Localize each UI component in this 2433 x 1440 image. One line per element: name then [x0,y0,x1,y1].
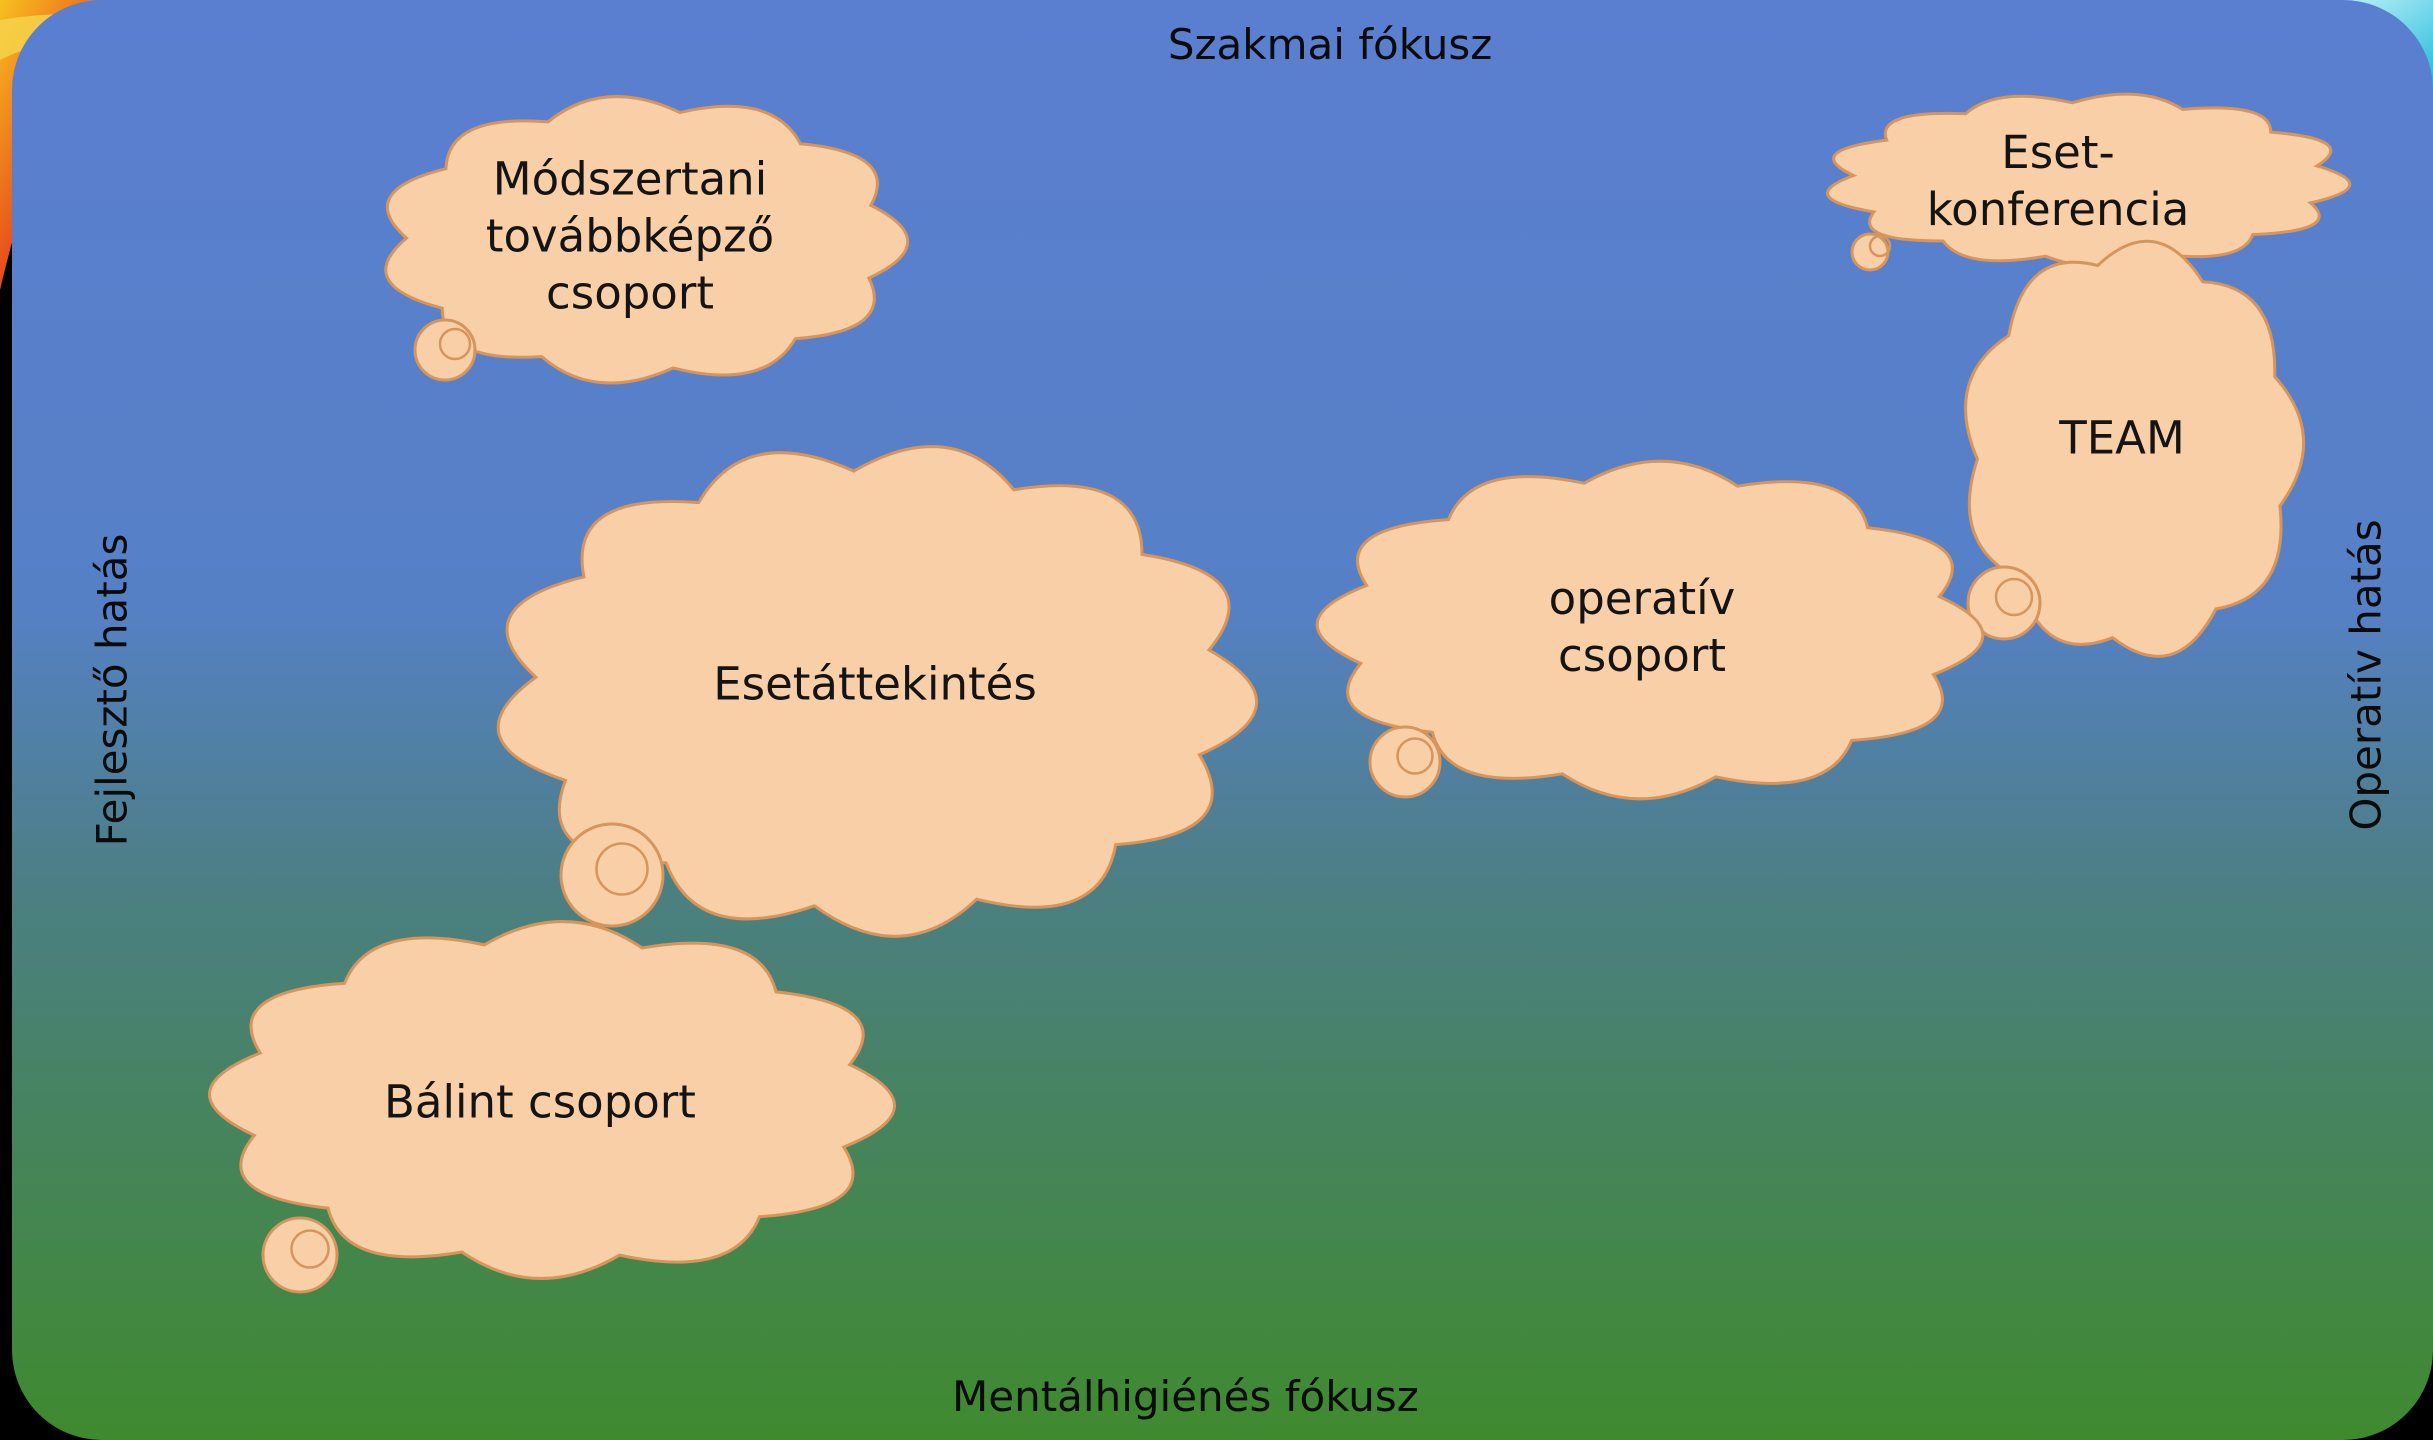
cloud-swirl-balint [290,1229,330,1269]
cloud-esetattekintes [496,445,1258,938]
cloud-tail-modszertani [413,318,477,382]
cloud-operativ [1315,459,1985,801]
cloud-label-esetkonferencia: Eset- konferencia [1926,126,2190,236]
axis-label-left: Fejlesztő hatás [87,533,137,847]
cloud-label-esetattekintes: Esetáttekintés [713,657,1037,711]
axis-label-top: Szakmai fókusz [1167,20,1493,69]
cloud-tail-esetkonferencia [1850,232,1890,272]
cloud-label-modszertani: Módszertani továbbképző csoport [485,152,775,320]
axis-label-bottom: Mentálhigiénés fókusz [952,1372,1419,1421]
cloud-label-team: TEAM [2059,411,2185,465]
cloud-balint [208,920,896,1280]
cloud-label-operativ: operatív csoport [1548,572,1736,682]
cloud-modszertani [384,95,910,385]
cloud-swirl-team [1994,577,2034,617]
axis-label-right: Operatív hatás [2341,519,2391,831]
cloud-layer [208,92,2352,1294]
cloud-swirl-esetattekintes [595,842,649,896]
cloud-team [1964,239,2306,658]
cloud-swirl-modszertani [438,327,472,361]
cloud-label-balint: Bálint csoport [384,1075,696,1129]
cloud-tail-balint [261,1216,339,1294]
cloud-swirl-esetkonferencia [1868,234,1892,258]
cloud-swirl-operativ [1396,737,1434,775]
cloud-tail-operativ [1368,725,1442,799]
cloud-tail-team [1966,565,2042,641]
